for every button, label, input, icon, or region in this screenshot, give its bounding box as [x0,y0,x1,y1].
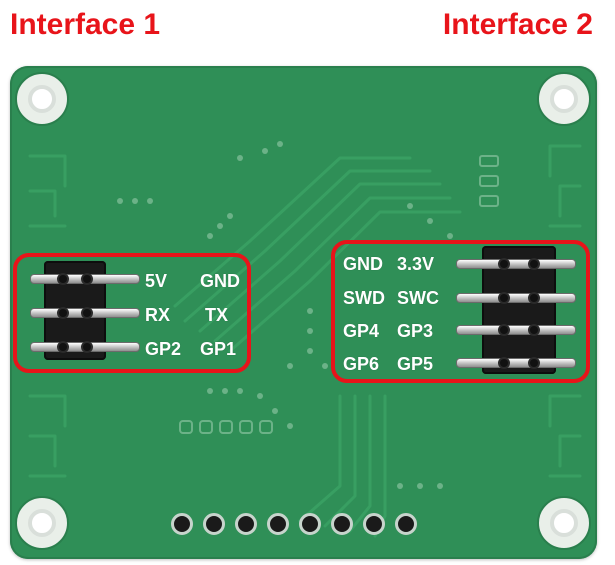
interface-1-pin-dot [57,307,69,319]
interface-1-title: Interface 1 [10,8,161,41]
interface-1-label-rx: RX [145,305,171,325]
interface-2-pin-row-3 [456,325,576,335]
bottom-pad [203,513,225,535]
interface-2-label-3v3: 3.3V [397,254,435,274]
interface-2-pin-dot [498,357,510,369]
bottom-pad [171,513,193,535]
interface-1-label-gnd: GND [200,271,240,291]
interface-2-pin-dot [528,258,540,270]
interface-1-pin-dot [81,273,93,285]
pcb-board: 5V GND RX TX GP2 GP1 GND 3.3V SWD SWC GP… [10,66,597,559]
interface-2-label-gp3: GP3 [397,321,434,341]
interface-1-label-5v: 5V [145,271,168,291]
interface-1-pin-dot [57,273,69,285]
interface-2-label-gnd: GND [343,254,383,274]
bottom-pad [363,513,385,535]
bottom-pad [235,513,257,535]
interface-2-pin-row-1 [456,259,576,269]
interface-2-label-gp6: GP6 [343,354,380,374]
interface-1-label-tx: TX [205,305,229,325]
interface-1-callout [13,253,251,373]
mounting-hole-top-right [537,72,591,126]
interface-2-label-gp5: GP5 [397,354,434,374]
interface-2-pin-dot [498,292,510,304]
interface-2-pin-dot [498,324,510,336]
interface-2-pin-row-4 [456,358,576,368]
interface-2-title: Interface 2 [442,8,593,41]
bottom-pad [331,513,353,535]
interface-2-label-swc: SWC [397,288,439,308]
mounting-hole-top-left [15,72,69,126]
interface-2-callout [331,240,590,383]
bottom-pad [267,513,289,535]
interface-2-pin-dot [498,258,510,270]
mounting-hole-bottom-right [537,496,591,550]
interface-2-pin-row-2 [456,293,576,303]
interface-2-pin-dot [528,292,540,304]
bottom-pad [299,513,321,535]
bottom-pad [395,513,417,535]
interface-1-pin-dot [81,341,93,353]
interface-2-label-swd: SWD [343,288,385,308]
interface-2-label-gp4: GP4 [343,321,380,341]
interface-1-pin-dot [81,307,93,319]
mounting-hole-bottom-left [15,496,69,550]
interface-1-label-gp1: GP1 [200,339,237,359]
interface-1-label-gp2: GP2 [145,339,182,359]
interface-2-pin-dot [528,324,540,336]
interface-2-pin-dot [528,357,540,369]
interface-1-pin-dot [57,341,69,353]
